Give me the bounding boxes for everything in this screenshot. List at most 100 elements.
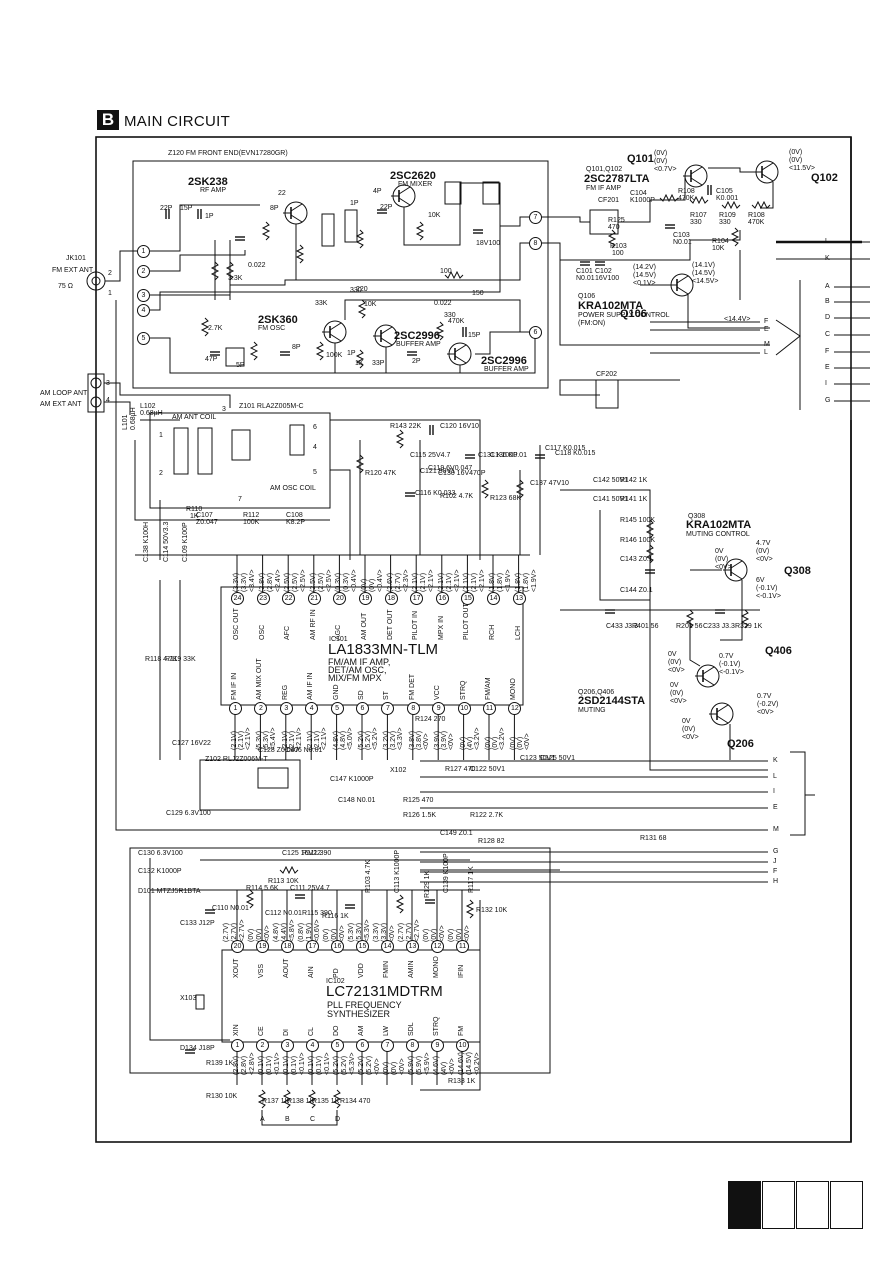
ic102-pin-voltage: (0V) xyxy=(383,1061,390,1075)
ic102-pin-name: AMIN xyxy=(408,960,415,979)
low-connector-pin: J xyxy=(773,858,777,865)
ic102-pin-voltage: (5.9V) xyxy=(416,1055,423,1075)
transistor-emitter xyxy=(454,355,467,364)
wire xyxy=(105,250,137,282)
right-connector-pin: G xyxy=(825,397,831,404)
resistor xyxy=(355,229,365,249)
q106-ref: Q106 xyxy=(578,293,596,300)
ic102-pin-voltage: <0V> xyxy=(464,925,471,942)
q308-desc: MUTING CONTROL xyxy=(686,531,750,538)
ic102-part: R116 1K xyxy=(322,913,349,920)
fm-if-part: 330 xyxy=(719,219,731,226)
fm-part-value: 22P xyxy=(380,204,393,211)
fm-if-part: R104 xyxy=(712,238,729,245)
ic102-pin-name: VSS xyxy=(258,963,265,978)
fm-if-part: N0.01 xyxy=(576,275,595,282)
resistor xyxy=(357,299,367,319)
ic101-pin: 14 xyxy=(487,592,500,605)
ic101-pin-voltage: (2.1V) xyxy=(420,572,428,592)
ic101-pin-voltage: <3.2V> xyxy=(499,727,506,750)
ic101-pin: 17 xyxy=(410,592,424,605)
fm-part-value: 3.3K xyxy=(228,275,243,282)
ic102-pin-voltage: (5.2V) xyxy=(366,1055,373,1075)
l101-value: 0.68µH xyxy=(130,407,137,430)
ic102-pin-voltage: (4.6V) xyxy=(433,1055,440,1075)
ic102-pin-voltage: (2.7V) xyxy=(231,922,238,942)
ic102-pin-name: CL xyxy=(308,1027,315,1036)
ic101-pin: 1 xyxy=(229,702,242,715)
fm-if-part: 10K xyxy=(712,245,725,252)
wire xyxy=(330,419,481,560)
resistor xyxy=(295,244,305,264)
transistor-emitter xyxy=(676,286,689,295)
ic101-pin: 8 xyxy=(406,702,420,715)
section-letter-badge: B xyxy=(97,110,119,130)
ic101-bottom-part: X102 xyxy=(390,767,407,774)
ic102-pin-voltage: (0V) xyxy=(331,928,338,942)
ic102-pin-voltage: (2.7V) xyxy=(223,922,230,942)
ic102-description: SYNTHESIZER xyxy=(327,1009,391,1019)
wire xyxy=(599,510,650,601)
fm-if-part: 470K xyxy=(678,195,695,202)
page-box-3 xyxy=(796,1181,829,1229)
q-fm-osc-desc: FM OSC xyxy=(258,325,286,332)
q206-name: Q206 xyxy=(727,738,754,750)
q308-voltage: <0V> xyxy=(756,556,773,563)
q-fm-osc-label: 2SK360 xyxy=(258,314,298,326)
ic102-pin-voltage: (0V) xyxy=(448,928,455,942)
ic101-pin-voltage: <1.9V> xyxy=(530,569,538,592)
ic101-pin-voltage: (2.7V) xyxy=(394,572,402,592)
q308-ref: Q308 xyxy=(688,513,706,520)
ic101-bottom-part: R125 470 xyxy=(403,797,434,804)
resistor xyxy=(332,1089,342,1109)
q308-voltage: (-0.1V) xyxy=(756,585,778,592)
ic102-pin-name: IFIN xyxy=(458,964,465,978)
ic102-pin: 10 xyxy=(456,1039,469,1052)
ic102-part: C110 N0.01 xyxy=(212,905,249,912)
fm-part-value: 22 xyxy=(278,190,286,197)
q-fm-mixer-label: 2SC2620 xyxy=(390,170,436,182)
ic102-part: R135 1K xyxy=(312,1098,340,1105)
wire xyxy=(150,204,260,252)
resistor xyxy=(395,429,405,449)
ic101-pin-voltage: (2.1V) xyxy=(412,572,420,592)
cf201-label: CF201 xyxy=(598,197,620,204)
ic102-pin-voltage: <2.8V> xyxy=(249,1052,256,1075)
am-part: R112 xyxy=(243,512,260,519)
ic102-part: D101 MTZJ5R1BTA xyxy=(138,888,201,895)
ic101-bottom-part: R122 2.7K xyxy=(470,812,504,819)
wire xyxy=(760,182,774,209)
wire xyxy=(541,230,741,261)
ic102-pin-voltage: (5.2V) xyxy=(333,1055,340,1075)
ic101-top-part: C137 47V10 xyxy=(530,480,569,487)
ic101-pin: 22 xyxy=(282,592,296,605)
ic101-pin-name: STRQ xyxy=(459,680,467,700)
ic102-part: C133 J12P xyxy=(180,920,215,927)
mid-connector-pin: M xyxy=(764,341,770,348)
q101-label: Q101 xyxy=(627,153,654,165)
muting-part: R201 56 xyxy=(676,623,703,630)
resistor xyxy=(721,200,741,210)
ic101-pin-voltage: <2.1V> xyxy=(428,569,436,592)
ic102-part: R113 10K xyxy=(268,878,299,885)
q308-voltage: (0V) xyxy=(756,548,770,555)
fm-part-value: 1P xyxy=(205,213,214,220)
ic101-pin: 24 xyxy=(231,592,244,605)
ic101-top-part: R102 4.7K xyxy=(440,493,474,500)
fm-if-part: K1000P xyxy=(630,197,655,204)
q102-voltage: <11.5V> xyxy=(789,165,815,172)
fm-ant-impedance: 75 Ω xyxy=(58,283,73,290)
fm-part-value: 2P xyxy=(412,358,421,365)
wire xyxy=(541,216,590,223)
ic102-pin-voltage: (2.8V) xyxy=(233,1055,240,1075)
ic102-pin-voltage: (0.1V) xyxy=(283,1055,290,1075)
fm-part-value: 18V100 xyxy=(476,240,501,247)
ic101-pin-name: AFC xyxy=(284,626,292,640)
ic101-top-part: C115 25V4.7 xyxy=(410,452,451,459)
ic102-pin-voltage: (4V) xyxy=(441,1061,448,1075)
ic102-pin: 7 xyxy=(381,1039,394,1052)
ic101-pin-voltage: <0.4V> xyxy=(377,569,384,592)
ic101-pin: 10 xyxy=(457,702,471,715)
ic102-pin-name: DO xyxy=(333,1025,340,1037)
ic102-part-number: LC72131MDTRM xyxy=(326,983,443,1000)
